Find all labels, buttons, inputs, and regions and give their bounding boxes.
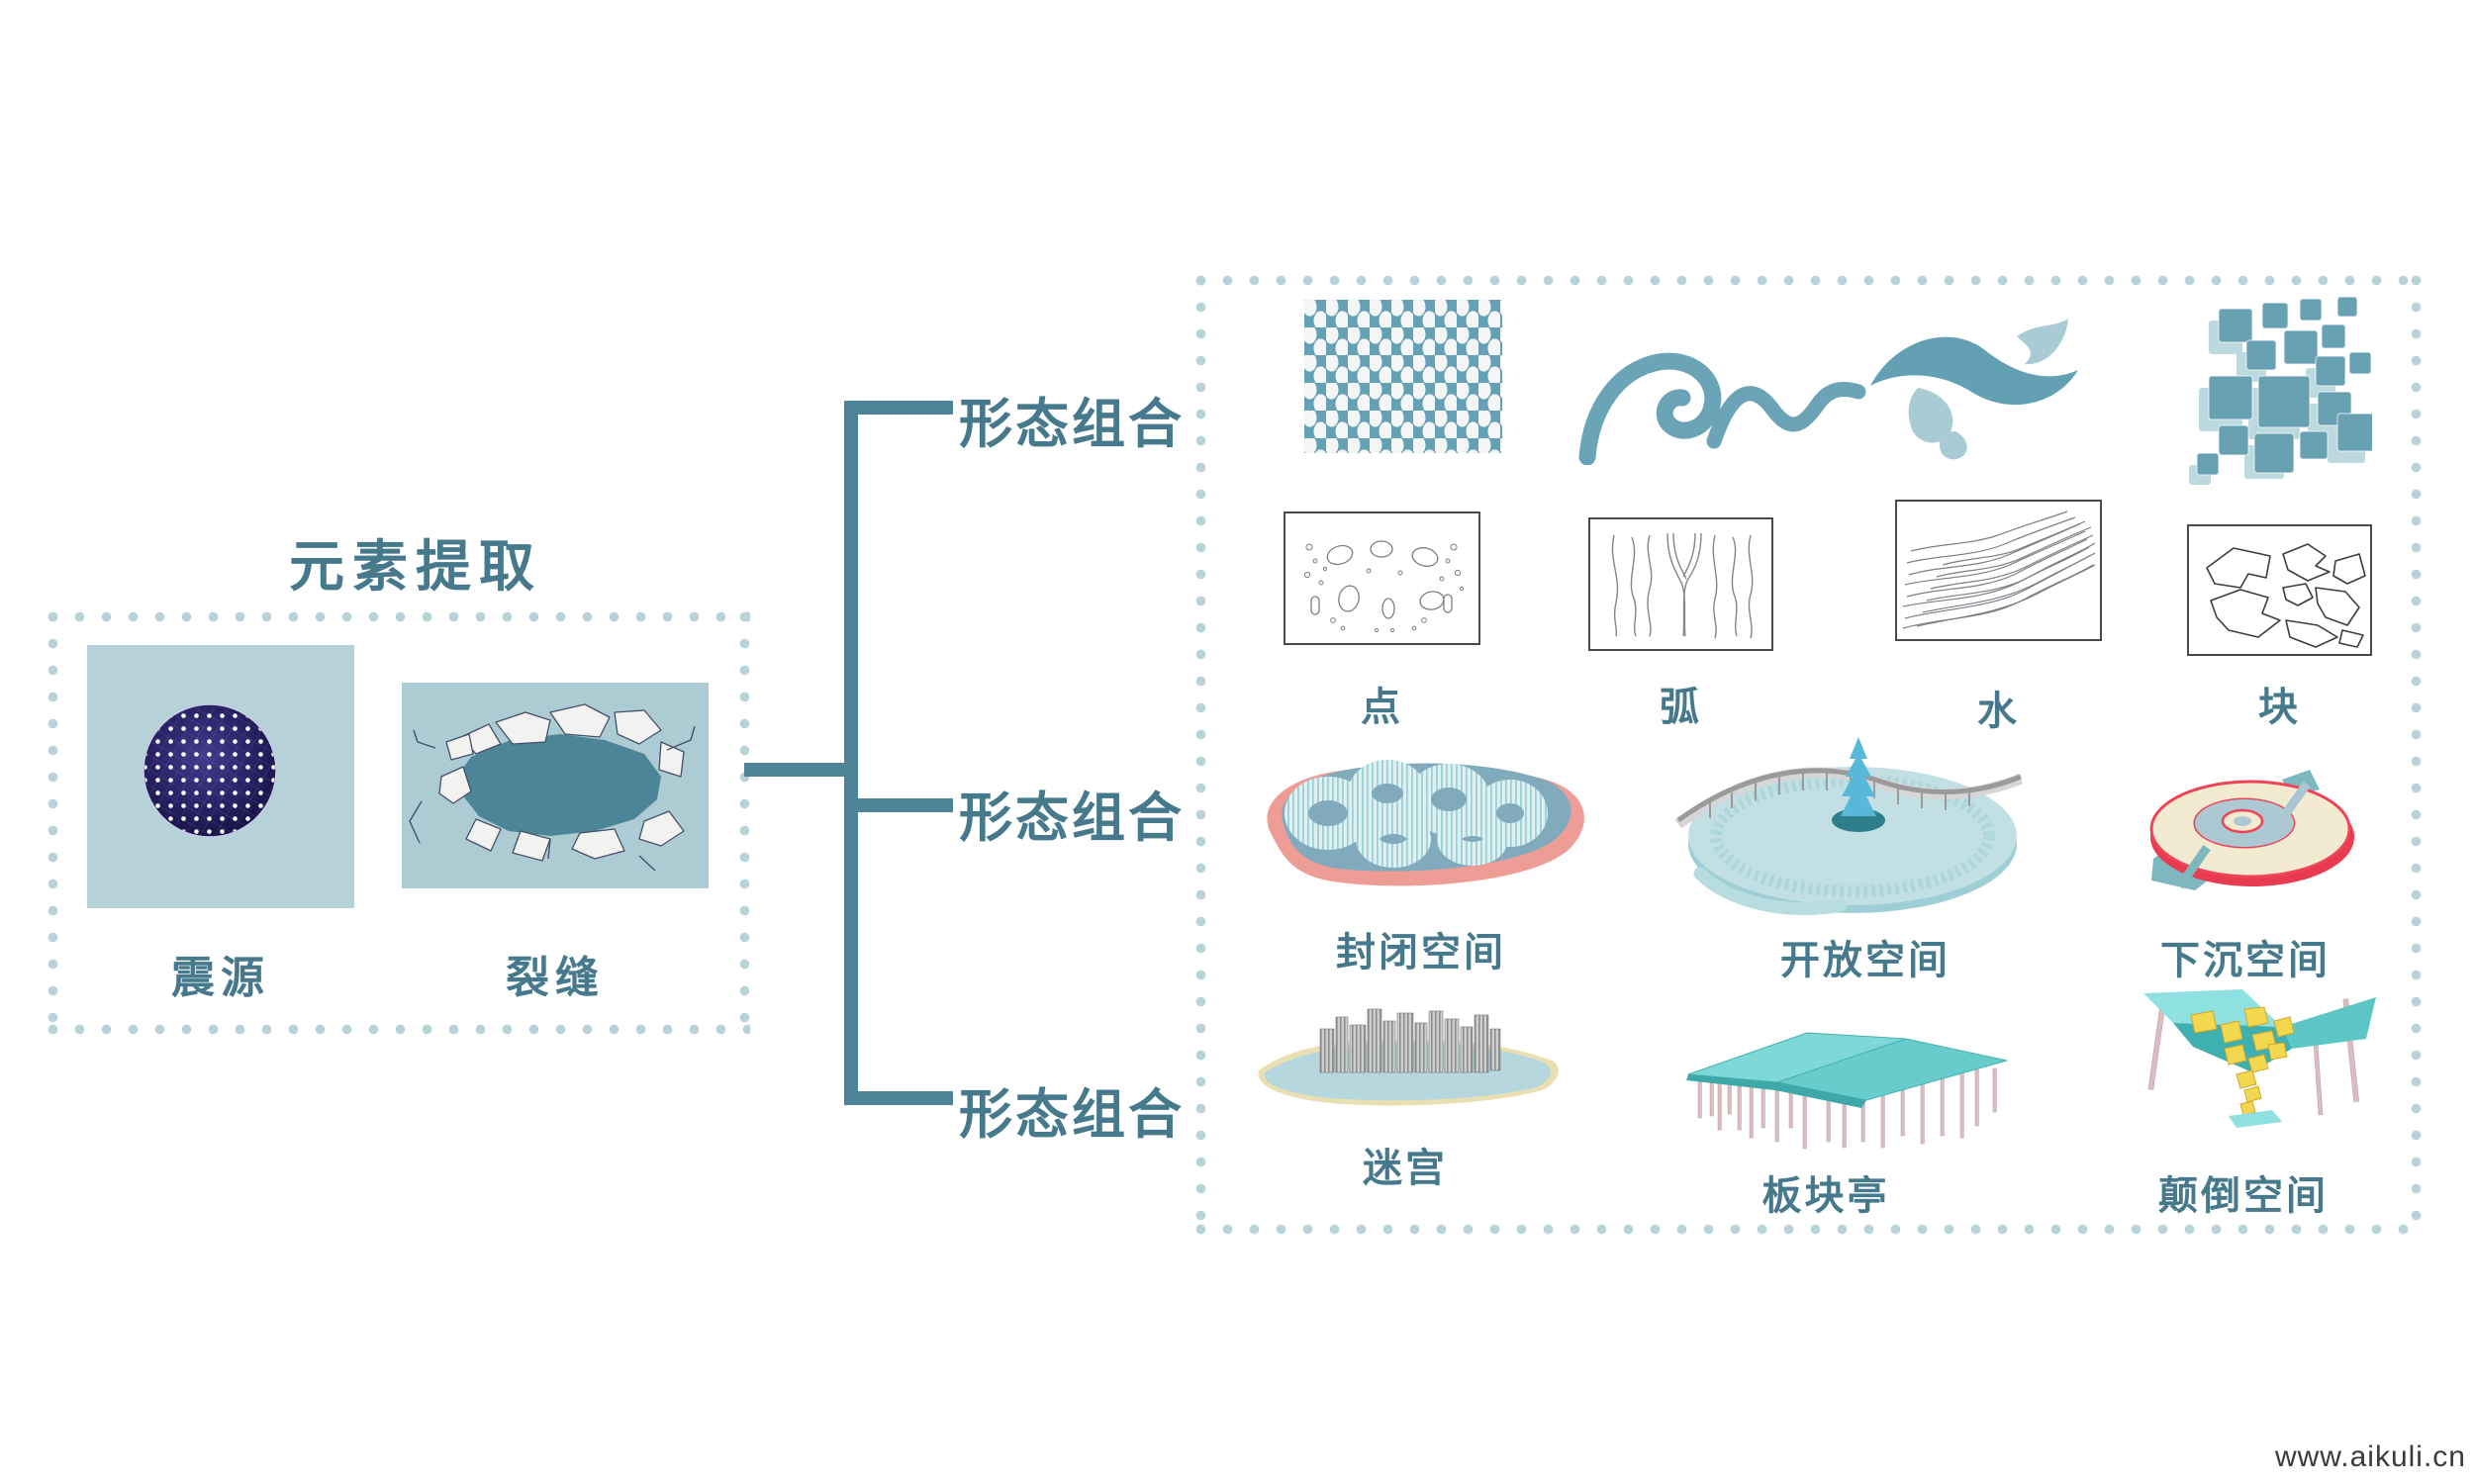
sunken-space-image xyxy=(2134,742,2366,898)
inverted-space-image xyxy=(2134,987,2378,1134)
label-closed-space: 封闭空间 xyxy=(1336,931,1506,974)
branch-label-3: 形态组合 xyxy=(959,1085,1185,1145)
sketch-arcs xyxy=(1588,517,1773,651)
label-open-space: 开放空间 xyxy=(1780,939,1951,982)
label-arcs: 弧 xyxy=(1660,686,1702,729)
label-water: 水 xyxy=(1977,690,2020,733)
label-seismic-source: 震源 xyxy=(171,954,270,1002)
water-splash-icon xyxy=(1858,315,2091,463)
sketch-water xyxy=(1895,500,2102,641)
tree-branch-2 xyxy=(844,798,953,812)
left-panel-title: 元素提取 xyxy=(289,535,542,598)
block-cluster-icon xyxy=(2189,295,2372,485)
seismic-source-card xyxy=(87,645,354,908)
tree-branch-1 xyxy=(844,401,953,415)
ground-crack-icon xyxy=(409,703,696,872)
label-dots: 点 xyxy=(1361,686,1403,729)
branch-label-2: 形态组合 xyxy=(959,788,1185,848)
sketch-blocks xyxy=(2187,524,2372,656)
watermark: www.aikuli.cn xyxy=(2274,1440,2466,1473)
label-blocks: 块 xyxy=(2258,686,2301,729)
label-crack: 裂缝 xyxy=(506,954,605,1002)
label-inverted-space: 颠倒空间 xyxy=(2158,1174,2329,1218)
label-sunken-space: 下沉空间 xyxy=(2160,939,2331,982)
mesh-pattern-icon xyxy=(1304,300,1502,453)
crack-card xyxy=(402,683,709,888)
branch-label-1: 形态组合 xyxy=(959,395,1185,454)
seismic-sphere-icon xyxy=(143,703,277,838)
tree-root-connector xyxy=(744,763,844,777)
tree-trunk xyxy=(844,401,858,1105)
open-space-image xyxy=(1670,725,2029,919)
curve-ribbon-icon xyxy=(1573,346,1870,465)
maze-image xyxy=(1249,999,1568,1112)
closed-space-image xyxy=(1243,722,1603,902)
tree-branch-3 xyxy=(844,1091,953,1105)
label-plate-pavilion: 板块亭 xyxy=(1761,1174,1890,1218)
label-maze: 迷宫 xyxy=(1363,1147,1448,1190)
sketch-dots xyxy=(1284,511,1480,645)
plate-pavilion-image xyxy=(1659,1013,2022,1150)
